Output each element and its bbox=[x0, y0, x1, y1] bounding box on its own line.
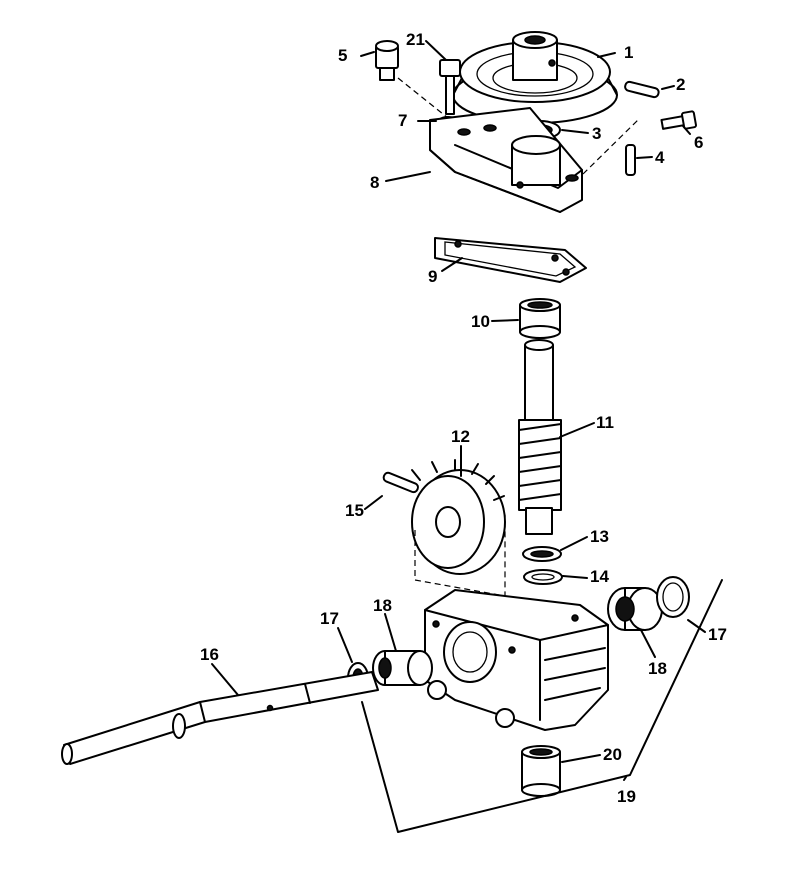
callout-19: 19 bbox=[617, 787, 636, 806]
bearing-part-20 bbox=[521, 745, 561, 797]
pulley-part bbox=[452, 31, 618, 124]
callout-4: 4 bbox=[655, 148, 665, 167]
callout-3: 3 bbox=[592, 124, 601, 143]
callout-20: 20 bbox=[603, 745, 622, 764]
callout-1: 1 bbox=[624, 43, 633, 62]
housing-part-19 bbox=[424, 589, 609, 731]
pin-part-2 bbox=[624, 80, 660, 99]
callout-12: 12 bbox=[451, 427, 470, 446]
gear-part-12 bbox=[411, 459, 506, 575]
screw-part-6 bbox=[660, 110, 697, 130]
callout-6: 6 bbox=[694, 133, 703, 152]
bearing-part-18-left bbox=[372, 650, 433, 686]
callout-7: 7 bbox=[398, 111, 407, 130]
callout-18-left: 18 bbox=[373, 596, 392, 615]
callout-5: 5 bbox=[338, 46, 347, 65]
key-part-4 bbox=[625, 144, 636, 176]
washer-part-13 bbox=[522, 546, 562, 562]
callout-21: 21 bbox=[406, 30, 425, 49]
bolt-part-21 bbox=[439, 59, 461, 115]
callout-8: 8 bbox=[370, 173, 379, 192]
callout-15: 15 bbox=[345, 501, 364, 520]
callout-17-right: 17 bbox=[708, 625, 727, 644]
callout-11: 11 bbox=[596, 413, 614, 432]
callout-17-left: 17 bbox=[320, 609, 339, 628]
gasket-part-9 bbox=[434, 237, 587, 283]
callout-10: 10 bbox=[471, 312, 490, 331]
bracket-lines-19 bbox=[361, 579, 723, 833]
callout-labels: 1 2 3 4 5 6 7 8 9 10 11 12 13 14 15 16 1… bbox=[200, 30, 727, 806]
callout-16: 16 bbox=[200, 645, 219, 664]
seal-part-17-right bbox=[656, 576, 690, 618]
bearing-part-10 bbox=[519, 298, 561, 339]
callout-2: 2 bbox=[676, 75, 685, 94]
axle-shaft-part-16 bbox=[61, 671, 379, 765]
callout-13: 13 bbox=[590, 527, 609, 546]
washer-part-14 bbox=[523, 569, 563, 585]
plug-part-5 bbox=[375, 40, 399, 81]
callout-18-right: 18 bbox=[648, 659, 667, 678]
worm-shaft-part-11 bbox=[518, 339, 562, 535]
callout-14: 14 bbox=[590, 567, 609, 586]
alignment-guide bbox=[414, 515, 506, 597]
pin-part-15 bbox=[382, 471, 419, 494]
cover-part-8 bbox=[429, 107, 583, 213]
leader-lines bbox=[211, 40, 706, 781]
callout-9: 9 bbox=[428, 267, 437, 286]
bearing-part-18-right bbox=[607, 587, 663, 631]
